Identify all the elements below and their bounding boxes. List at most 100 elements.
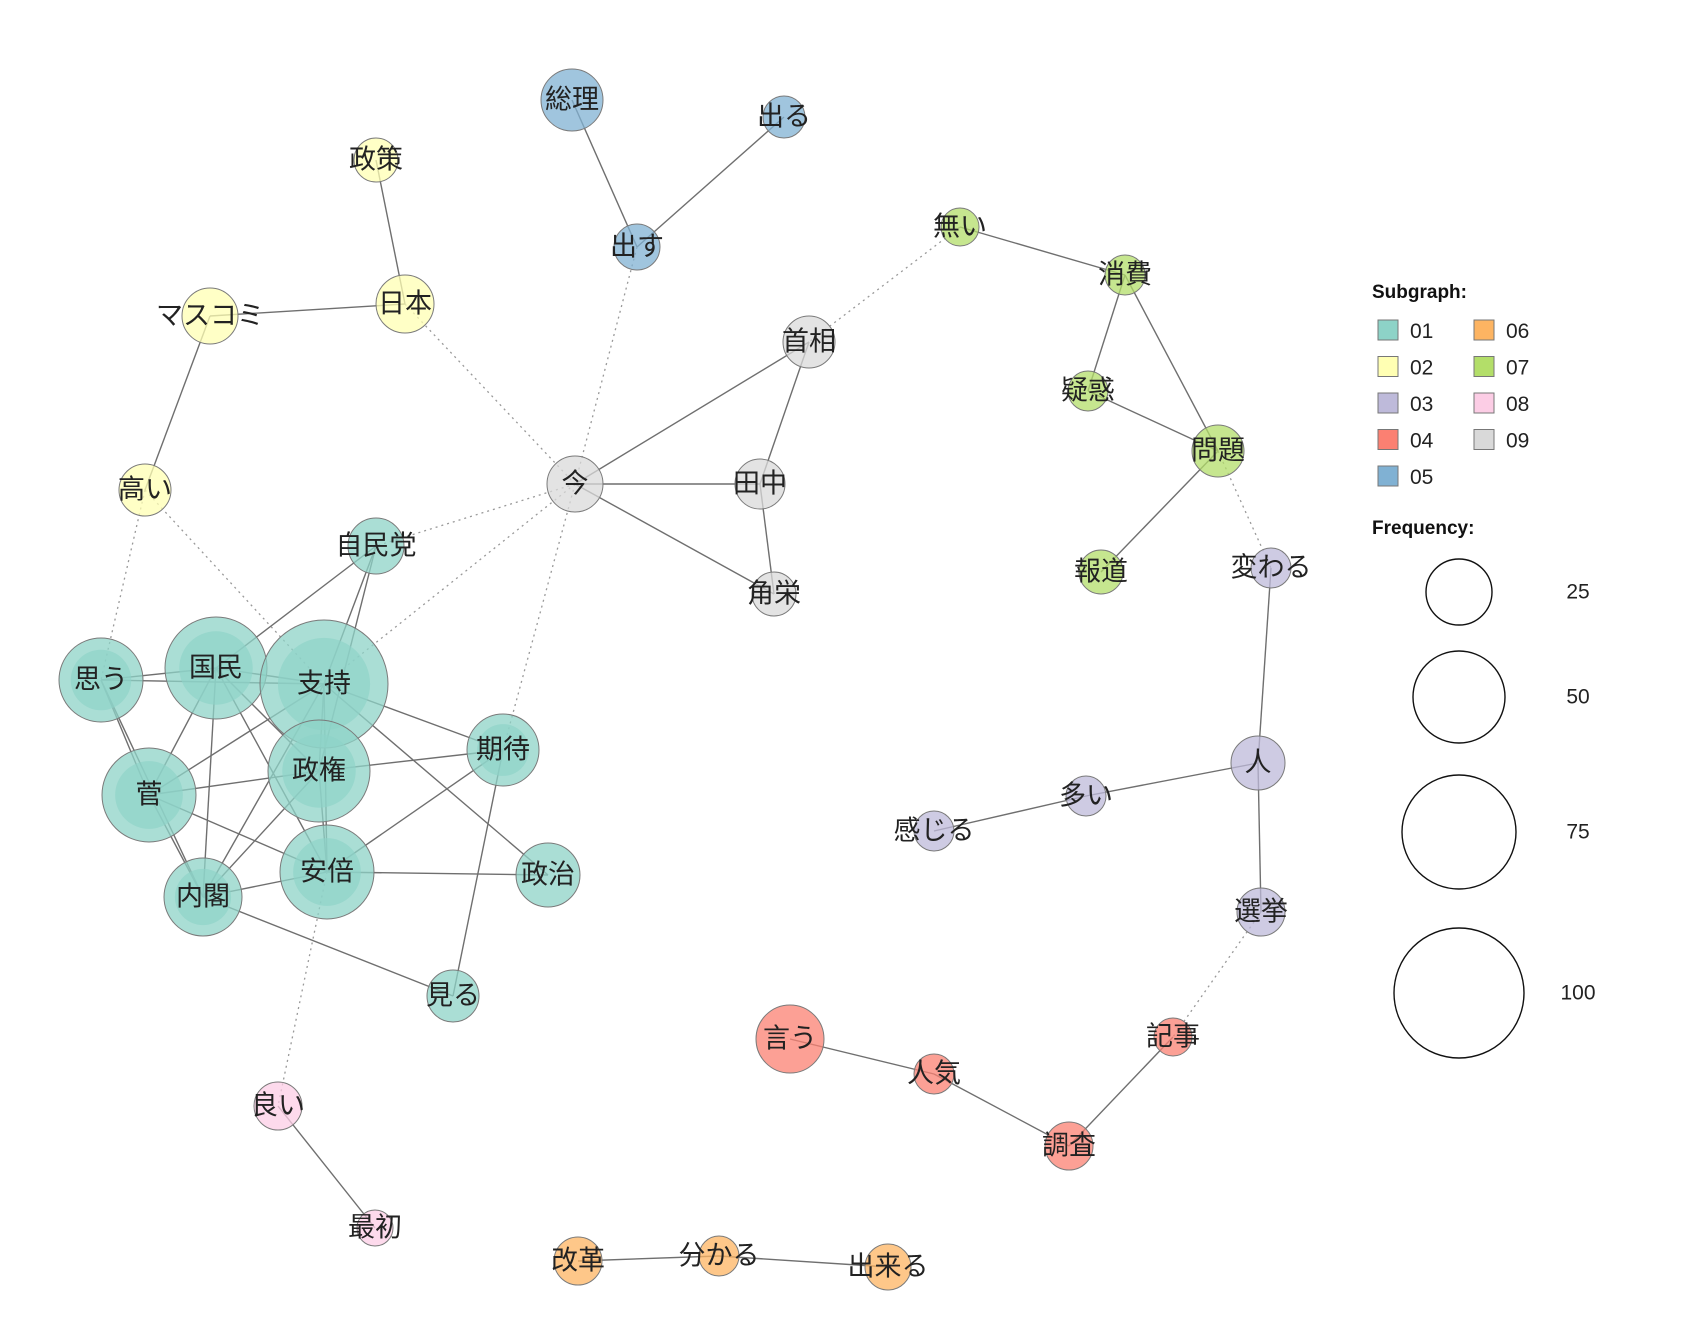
- node-label: 出る: [757, 102, 811, 133]
- legend-subgraph-title: Subgraph:: [1372, 282, 1467, 303]
- legend-label-03: 03: [1410, 393, 1433, 416]
- node-circle: [782, 315, 836, 369]
- edge-shohi-mondai: [1124, 274, 1219, 452]
- node-circle: [181, 287, 239, 345]
- node-circle: [356, 1209, 394, 1247]
- node-nai: 無い: [933, 207, 987, 247]
- legend-swatch-03: [1377, 392, 1399, 414]
- node-circle: [1044, 1121, 1094, 1171]
- node-circle: [1078, 549, 1124, 595]
- node-omou: 思う: [58, 637, 144, 723]
- legend-label-08: 08: [1506, 393, 1529, 416]
- node-label: 総理: [545, 85, 599, 116]
- node-deru: 出る: [757, 95, 811, 139]
- node-label: 調査: [1042, 1131, 1096, 1162]
- node-label: 首相: [782, 327, 836, 358]
- node-circle: [698, 1235, 740, 1277]
- node-seiken: 政権: [267, 719, 371, 823]
- node-circle: [540, 68, 604, 132]
- node-ninki: 人気: [907, 1053, 961, 1095]
- node-jiminto: 自民党: [336, 517, 417, 575]
- node-label: 国民: [189, 653, 243, 684]
- node-label: 無い: [933, 212, 987, 243]
- node-mondai: 問題: [1191, 424, 1245, 478]
- edge-mondai-hodo: [1100, 450, 1219, 573]
- node-masukomi: マスコミ: [156, 287, 264, 345]
- legend-frequency-title: Frequency:: [1372, 518, 1474, 539]
- node-giwaku: 疑惑: [1061, 370, 1115, 412]
- node-shiji: 支持: [259, 619, 389, 749]
- node-abe: 安倍: [279, 824, 375, 920]
- node-circle: [1065, 775, 1107, 817]
- node-inner-circle: [293, 838, 361, 906]
- legend-frequency-circle-50: [1412, 650, 1506, 744]
- node-label: 改革: [551, 1246, 605, 1277]
- node-circle: [515, 842, 581, 908]
- legend-label-01: 01: [1410, 320, 1433, 343]
- node-circle: [1191, 424, 1245, 478]
- node-yoi: 良い: [251, 1081, 305, 1131]
- legend-frequency-circle-75: [1401, 774, 1517, 890]
- edge-nihon-ima: [404, 303, 576, 485]
- legend-frequency-label-50: 50: [1566, 686, 1589, 709]
- node-dekiru: 出来る: [848, 1243, 929, 1291]
- edge-takai-shiji: [144, 489, 325, 685]
- node-label: 多い: [1059, 781, 1113, 812]
- node-inner-circle: [115, 761, 183, 829]
- node-hito: 人: [1230, 735, 1286, 791]
- legend-label-09: 09: [1506, 430, 1529, 453]
- node-label: 政策: [349, 145, 403, 176]
- node-label: 消費: [1098, 260, 1152, 291]
- node-label: 期待: [476, 735, 530, 766]
- edge-ninki-chosa: [933, 1073, 1070, 1147]
- node-kawaru: 変わる: [1231, 547, 1312, 589]
- edge-nihon-masukomi: [209, 303, 406, 317]
- edge-wakaru-dekiru: [718, 1255, 889, 1268]
- legend-swatch-08: [1473, 392, 1495, 414]
- edge-ima-kitai: [502, 483, 576, 751]
- node-shohi: 消費: [1098, 254, 1152, 296]
- legend-swatch-04: [1377, 429, 1399, 450]
- legend-swatch-02: [1377, 356, 1399, 377]
- node-circle: [613, 223, 661, 271]
- edge-masukomi-takai: [144, 315, 211, 491]
- node-naikaku: 内閣: [163, 857, 243, 937]
- node-circle: [553, 1236, 603, 1286]
- node-inner-circle: [179, 631, 253, 705]
- node-label: 日本: [378, 289, 432, 320]
- node-circle: [864, 1243, 912, 1291]
- node-label: マスコミ: [156, 301, 264, 332]
- node-shusho: 首相: [782, 315, 836, 369]
- node-circle: [546, 455, 604, 513]
- node-circle: [940, 207, 980, 247]
- node-kaikaku: 改革: [551, 1236, 605, 1286]
- node-inner-circle: [477, 724, 529, 776]
- node-miru: 見る: [426, 969, 480, 1023]
- node-saisho: 最初: [348, 1209, 402, 1247]
- node-label: 政権: [292, 756, 346, 787]
- legend-frequency-circle-25: [1425, 558, 1493, 626]
- node-inner-circle: [277, 637, 371, 731]
- node-kitai: 期待: [466, 713, 540, 787]
- node-label: 政治: [521, 860, 575, 891]
- node-label: 自民党: [336, 531, 417, 562]
- node-nihon: 日本: [375, 274, 435, 334]
- node-takai: 高い: [118, 463, 172, 517]
- node-label: 田中: [733, 469, 787, 500]
- node-circle: [426, 969, 480, 1023]
- legend-label-04: 04: [1410, 430, 1434, 453]
- node-kakuei: 角栄: [747, 571, 801, 617]
- node-suga: 菅: [101, 747, 197, 843]
- legend-swatch-07: [1473, 356, 1495, 377]
- legend-label-05: 05: [1410, 466, 1433, 489]
- edge-ima-shusho: [574, 341, 810, 485]
- node-circle: [1230, 735, 1286, 791]
- legend-frequency-circle-100: [1393, 927, 1525, 1059]
- node-tanaka: 田中: [733, 458, 787, 510]
- node-label: 角栄: [747, 579, 801, 610]
- node-inner-circle: [70, 649, 132, 711]
- node-label: 今: [562, 469, 589, 500]
- edge-naikaku-miru: [202, 896, 454, 997]
- nodes-layer: 総理出る出す政策日本マスコミ高い無い消費疑惑問題報道首相今田中角栄自民党思う国民…: [58, 68, 1312, 1291]
